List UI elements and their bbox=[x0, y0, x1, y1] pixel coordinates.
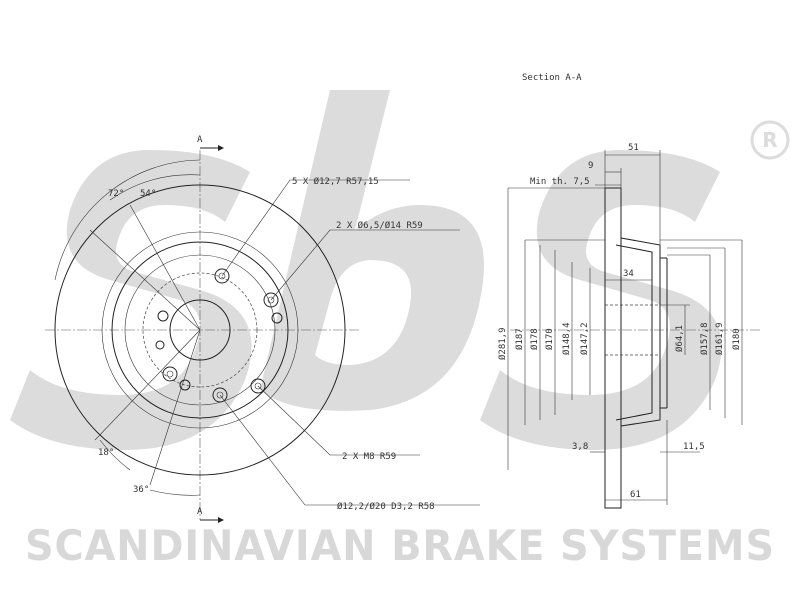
center-bore bbox=[169, 299, 231, 361]
thread-note: 2 X M8 R59 bbox=[342, 452, 396, 462]
d-64-1: Ø64,1 bbox=[674, 325, 685, 352]
angle-72-label: 72° bbox=[108, 189, 124, 199]
front-view bbox=[45, 145, 480, 523]
d-148-4: Ø148,4 bbox=[561, 322, 572, 355]
dim-3-8: 3,8 bbox=[572, 442, 588, 452]
center-hole-note: Ø12,2/Ø20 D3,2 R58 bbox=[337, 501, 435, 512]
sbs-logo-watermark bbox=[10, 90, 790, 450]
cut-marker-bottom: A bbox=[197, 507, 203, 517]
d-147-2: Ø147,2 bbox=[579, 322, 590, 355]
bolt-holes bbox=[162, 268, 279, 403]
angle-36-label: 36° bbox=[133, 485, 149, 495]
min-thickness-label: Min th. 7,5 bbox=[530, 177, 590, 187]
registered-mark: R bbox=[762, 128, 777, 152]
dim-9: 9 bbox=[588, 161, 593, 171]
angle-54-label: 54° bbox=[140, 189, 156, 199]
angle-18-label: 18° bbox=[98, 448, 114, 458]
section-view bbox=[507, 150, 760, 509]
friction-inner-circle bbox=[101, 231, 299, 429]
d-157-8: Ø157,8 bbox=[699, 322, 710, 355]
diameter-dimension-lines bbox=[507, 187, 743, 470]
d-178: Ø178 bbox=[529, 328, 540, 350]
disc-outer-circle bbox=[54, 184, 346, 476]
hole-note: 2 X Ø6,5/Ø14 R59 bbox=[336, 220, 423, 231]
diameter-labels: Ø281,9 Ø187 Ø178 Ø170 Ø148,4 Ø147,2 Ø64,… bbox=[497, 322, 742, 360]
section-title: Section A-A bbox=[522, 73, 582, 83]
dim-61: 61 bbox=[630, 490, 641, 500]
dim-51-top: 51 bbox=[628, 143, 639, 153]
dim-11-5: 11,5 bbox=[683, 442, 705, 452]
hat-step-circle bbox=[124, 254, 276, 406]
hat-outer-circle bbox=[111, 241, 289, 419]
bolt-circle-note: 5 X Ø12,7 R57,15 bbox=[292, 176, 379, 187]
d-170: Ø170 bbox=[544, 328, 555, 350]
dim-34: 34 bbox=[623, 269, 634, 279]
bolt-pitch-circle bbox=[142, 272, 258, 388]
cut-marker-top: A bbox=[197, 135, 203, 145]
brand-name: SCANDINAVIAN BRAKE SYSTEMS bbox=[25, 521, 775, 570]
d-161-9: Ø161,9 bbox=[714, 322, 725, 355]
d-180: Ø180 bbox=[731, 328, 742, 350]
small-holes bbox=[155, 310, 283, 391]
d-187: Ø187 bbox=[514, 328, 525, 350]
d-281-9: Ø281,9 bbox=[497, 327, 508, 360]
